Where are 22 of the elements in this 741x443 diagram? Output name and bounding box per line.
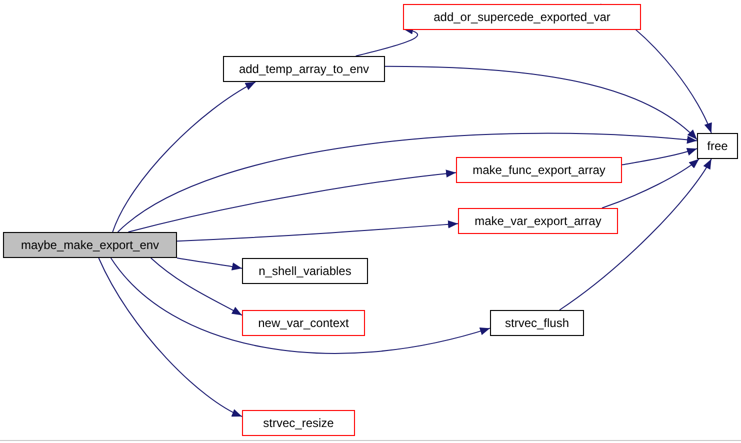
arrow xyxy=(150,258,242,316)
arrow xyxy=(559,158,712,310)
arrow xyxy=(602,158,700,208)
function-box: add_temp_array_to_env xyxy=(223,56,385,82)
function-box: strvec_flush xyxy=(490,310,584,336)
function-box: make_func_export_array xyxy=(456,157,622,183)
arrow xyxy=(112,82,256,232)
arrow xyxy=(98,258,242,417)
function-box: free xyxy=(697,133,738,159)
arrow xyxy=(622,148,698,166)
function-box: strvec_resize xyxy=(242,410,355,436)
arrow xyxy=(176,220,458,242)
arrow xyxy=(110,258,490,354)
function-box: maybe_make_export_env xyxy=(3,232,177,258)
arrow xyxy=(117,132,698,232)
function-box: n_shell_variables xyxy=(242,258,368,284)
function-box: make_var_export_array xyxy=(458,208,618,234)
function-box: new_var_context xyxy=(242,310,365,336)
arrow xyxy=(384,66,698,140)
arrow xyxy=(176,258,242,270)
function-box: add_or_supercede_exported_var xyxy=(403,4,641,30)
arrow xyxy=(128,170,456,232)
